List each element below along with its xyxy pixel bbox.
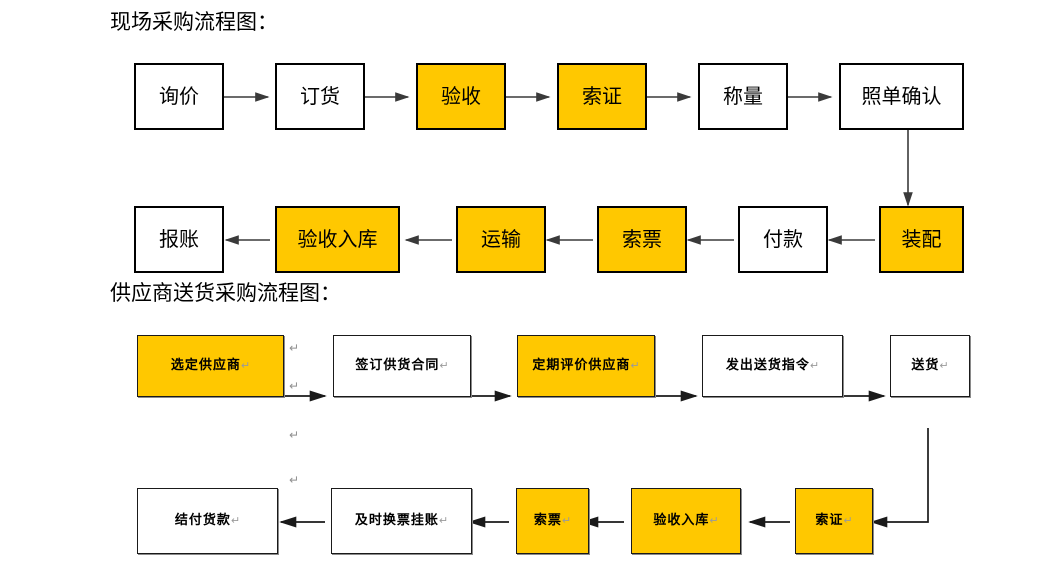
flow1-box-yanshouruku[interactable]: 验收入库	[275, 206, 400, 273]
flow1-box-fukuan[interactable]: 付款	[738, 206, 828, 273]
flow2-box-yanshouruku[interactable]: 验收入库↵	[631, 488, 741, 554]
flow1-box-yanshou[interactable]: 验收	[416, 63, 506, 130]
flow2-box-label: 结付货款	[174, 512, 231, 528]
pilcrow-icon: ↵	[438, 514, 449, 528]
flow1-box-chengliang[interactable]: 称量	[698, 63, 788, 130]
flow1-box-zhuangpei[interactable]: 装配	[879, 206, 964, 273]
flow1-box-label: 验收	[441, 84, 481, 108]
pilcrow-icon: ↵	[230, 514, 241, 528]
flow2-box-fachusonghuozhiling[interactable]: 发出送货指令↵	[702, 335, 843, 397]
flow2-box-label: 送货	[911, 357, 940, 373]
stray-pilcrow-icon-3: ↵	[289, 428, 300, 442]
flow2-box-jishihuanpiaoguazhang[interactable]: 及时换票挂账↵	[331, 488, 472, 554]
flow2-box-label: 签订供货合同	[355, 357, 440, 373]
flow1-box-label: 订货	[300, 84, 340, 108]
flow2-box-qiandinggonghuohetong[interactable]: 签订供货合同↵	[333, 335, 471, 397]
flow2-box-label: 发出送货指令	[725, 357, 810, 373]
stray-pilcrow-icon-2: ↵	[289, 379, 300, 393]
flow1-box-label: 索证	[582, 84, 622, 108]
flow1-box-label: 索票	[622, 227, 662, 251]
flow2-box-suozheng[interactable]: 索证↵	[795, 488, 873, 554]
flow1-box-label: 装配	[901, 227, 942, 251]
flow1-box-label: 运输	[481, 227, 521, 251]
flow1-box-suopiao[interactable]: 索票	[597, 206, 687, 273]
section1-heading: 现场采购流程图：	[110, 10, 278, 34]
flow2-box-suopiao[interactable]: 索票↵	[516, 488, 589, 554]
flow1-box-label: 照单确认	[861, 84, 942, 108]
flow1-box-dinghuo[interactable]: 订货	[275, 63, 365, 130]
section2-heading: 供应商送货采购流程图：	[110, 281, 341, 305]
flow1-box-label: 询价	[159, 84, 199, 108]
pilcrow-icon: ↵	[809, 359, 820, 373]
pilcrow-icon: ↵	[630, 359, 640, 373]
flow1-box-label: 报账	[159, 227, 199, 251]
flow1-box-suozheng[interactable]: 索证	[557, 63, 647, 130]
flow1-box-xunjia[interactable]: 询价	[134, 63, 224, 130]
flow1-box-baozhang[interactable]: 报账	[134, 206, 224, 273]
flow1-box-zhaodanqueren[interactable]: 照单确认	[839, 63, 964, 130]
flow2-box-label: 及时换票挂账	[354, 512, 439, 528]
flow1-box-yunshu[interactable]: 运输	[456, 206, 546, 273]
flow2-box-label: 索证	[815, 512, 844, 528]
flow2-box-xuandinggongyingshang[interactable]: 选定供应商↵	[137, 335, 284, 397]
flow2-box-label: 选定供应商	[170, 357, 241, 373]
flow1-box-label: 付款	[763, 227, 803, 251]
flow2-box-label: 索票	[533, 512, 562, 528]
flow1-box-label: 验收入库	[297, 227, 378, 251]
stray-pilcrow-icon-4: ↵	[289, 473, 300, 487]
pilcrow-icon: ↵	[709, 514, 719, 528]
stray-pilcrow-icon-1: ↵	[289, 341, 300, 355]
pilcrow-icon: ↵	[439, 359, 449, 373]
pilcrow-icon: ↵	[561, 514, 572, 528]
pilcrow-icon: ↵	[843, 514, 853, 528]
flow2-box-jiefuhuokuan[interactable]: 结付货款↵	[137, 488, 278, 554]
pilcrow-icon: ↵	[240, 359, 251, 373]
flow2-box-songhuo[interactable]: 送货↵	[890, 335, 970, 397]
flow2-box-label: 定期评价供应商	[532, 357, 631, 373]
flow2-box-dingqipingjiagongyingshang[interactable]: 定期评价供应商↵	[517, 335, 655, 397]
flow2-box-label: 验收入库	[653, 512, 710, 528]
pilcrow-icon: ↵	[939, 359, 949, 373]
flow1-box-label: 称量	[723, 84, 763, 108]
